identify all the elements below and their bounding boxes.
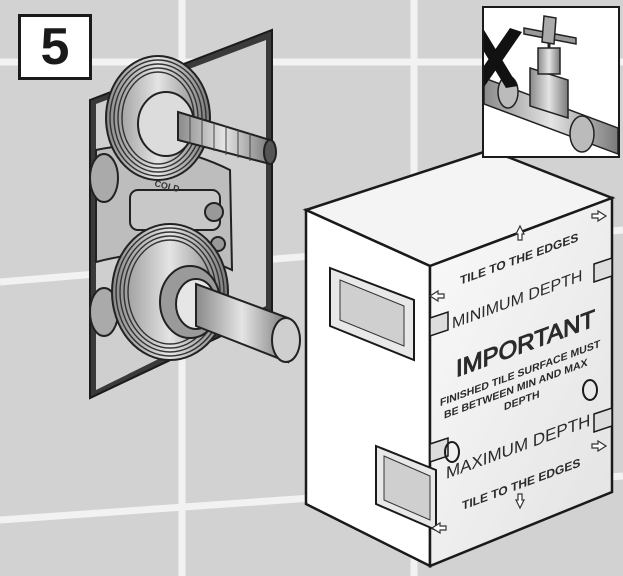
arrow-right-icon bbox=[591, 439, 608, 453]
arrow-left-icon bbox=[430, 521, 447, 535]
step-number: 5 bbox=[40, 18, 70, 76]
arrow-left-icon bbox=[428, 289, 445, 303]
mixing-valve: COLD bbox=[89, 55, 301, 364]
prohibited-cross-icon bbox=[484, 28, 522, 88]
lower-cartridge bbox=[111, 223, 301, 364]
step-number-badge: 5 bbox=[18, 14, 92, 80]
upper-cartridge bbox=[105, 55, 277, 181]
arrow-right-icon bbox=[591, 209, 608, 223]
warning-inset bbox=[482, 6, 620, 158]
arrow-down-icon bbox=[515, 493, 525, 510]
arrow-up-icon bbox=[515, 224, 525, 241]
spacer-box: TILE TO THE EDGES MINIMUM DEPTH IMPORTAN… bbox=[302, 148, 616, 569]
